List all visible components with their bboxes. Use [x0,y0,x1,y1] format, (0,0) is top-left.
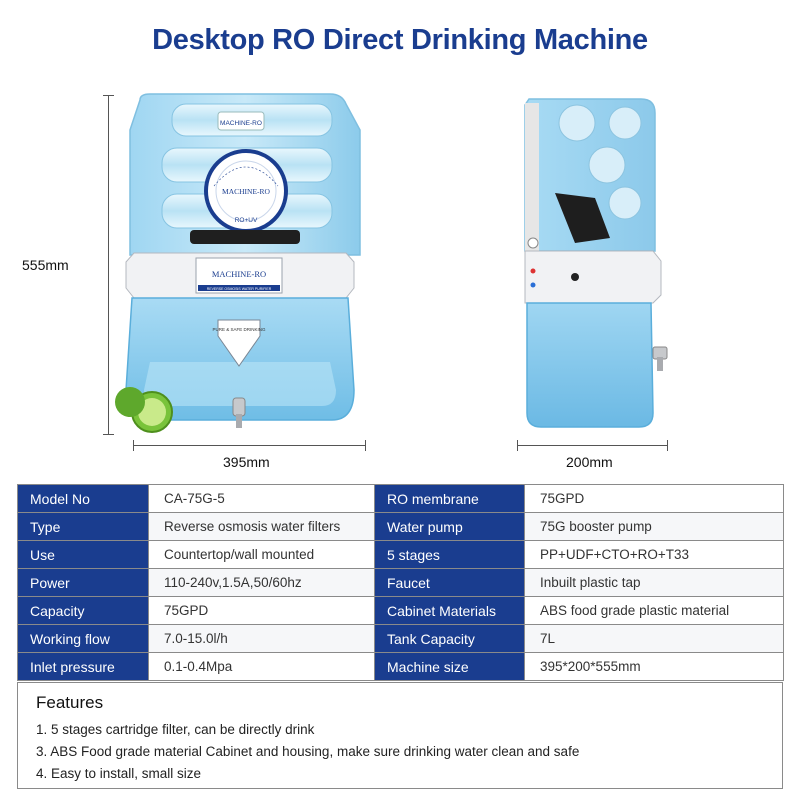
height-dimension-tick-top [103,95,114,96]
top-brand-plate [217,111,265,131]
spec-label: Tank Capacity [374,624,525,653]
table-row: Working flow 7.0-15.0l/h Tank Capacity 7… [17,624,784,653]
spec-value: Countertop/wall mounted [148,540,375,569]
side-view-machine [524,98,668,428]
side-width-label: 200mm [566,454,613,470]
spec-value: 7.0-15.0l/h [148,624,375,653]
spec-label: Use [17,540,149,569]
spec-label: Model No [17,484,149,513]
spec-value: Inbuilt plastic tap [524,568,784,597]
side-inlet-port [527,237,539,249]
spec-value: 75GPD [148,596,375,625]
front-width-label: 395mm [223,454,270,470]
side-width-tick-left [517,440,518,451]
side-wiring [555,193,610,243]
spec-value: 395*200*555mm [524,652,784,681]
spec-label: 5 stages [374,540,525,569]
spec-value: 110-240v,1.5A,50/60hz [148,568,375,597]
top-brand-plate-text: MACHINE-RO [220,120,262,127]
side-indicator-blue [530,282,536,288]
badge-brand-text: MACHINE-RO [222,187,270,196]
badge-ring-text-path-decor [213,166,279,187]
badge-sub-text: RO+UV [235,217,258,224]
side-component-3 [588,146,626,184]
table-row: Model No CA-75G-5 RO membrane 75GPD [17,484,784,513]
spec-value: ABS food grade plastic material [524,596,784,625]
pure-safe-tag-text: PURE & SAFE DRINKING [212,327,266,332]
side-width-dimension-line [517,445,667,446]
spec-value: 7L [524,624,784,653]
side-component-2 [608,106,642,140]
spec-value: PP+UDF+CTO+RO+T33 [524,540,784,569]
front-display-brand: MACHINE-RO [212,269,266,279]
front-display-panel-text: REVERSE OSMOSIS WATER PURIFIER [207,287,272,291]
spec-value: 75GPD [524,484,784,513]
features-heading: Features [36,693,104,712]
spec-value: CA-75G-5 [148,484,375,513]
height-dimension-line [108,95,109,435]
spec-value: 75G booster pump [524,512,784,541]
table-row: Capacity 75GPD Cabinet Materials ABS foo… [17,596,784,625]
spec-table: Model No CA-75G-5 RO membrane 75GPD Type… [17,484,784,681]
spec-label: Power [17,568,149,597]
spec-label: Capacity [17,596,149,625]
side-indicator-red [530,268,536,274]
front-width-tick-right [365,440,366,451]
side-component-4 [608,186,642,220]
table-row: Use Countertop/wall mounted 5 stages PP+… [17,540,784,569]
spec-label: Water pump [374,512,525,541]
list-item: 1. 5 stages cartridge filter, can be dir… [36,722,315,737]
list-item: 4. Easy to install, small size [36,766,202,781]
internal-wiring [190,230,300,244]
front-width-tick-left [133,440,134,451]
spec-label: Working flow [17,624,149,653]
spec-label: RO membrane [374,484,525,513]
side-water-tank [526,302,654,428]
side-component-1 [558,104,596,142]
side-rear-panel [525,103,539,251]
pure-safe-drinking-tag [217,319,261,367]
spec-label: Faucet [374,568,525,597]
spec-label: Cabinet Materials [374,596,525,625]
side-width-tick-right [667,440,668,451]
spec-value: 0.1-0.4Mpa [148,652,375,681]
front-view-machine: MACHINE-RO MACHINE-RO RO+UV MACHINE-RO R… [115,93,361,433]
height-dimension-tick-bottom [103,434,114,435]
front-width-dimension-line [133,445,365,446]
features-box: Features 1. 5 stages cartridge filter, c… [17,682,783,789]
spec-label: Machine size [374,652,525,681]
table-row: Power 110-240v,1.5A,50/60hz Faucet Inbui… [17,568,784,597]
height-dimension-label: 555mm [22,257,69,273]
spec-label: Inlet pressure [17,652,149,681]
side-power-button [571,273,579,281]
page-title: Desktop RO Direct Drinking Machine [152,24,648,56]
list-item: 3. ABS Food grade material Cabinet and h… [36,744,580,759]
table-row: Inlet pressure 0.1-0.4Mpa Machine size 3… [17,652,784,681]
side-control-band [524,250,662,304]
features-list: 1. 5 stages cartridge filter, can be dir… [36,719,782,785]
spec-label: Type [17,512,149,541]
table-row: Type Reverse osmosis water filters Water… [17,512,784,541]
spec-value: Reverse osmosis water filters [148,512,375,541]
front-faucet [232,397,246,417]
